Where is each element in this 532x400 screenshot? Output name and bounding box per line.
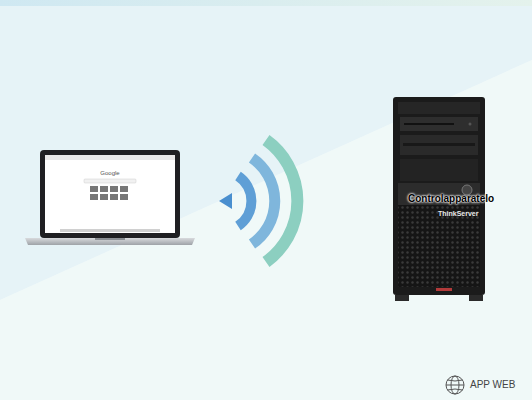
- wifi-signal: [219, 131, 319, 268]
- globe-icon: [446, 376, 464, 394]
- screen-logo: Google: [100, 170, 119, 177]
- device-label: Controlapparatelo: [408, 193, 494, 205]
- app-label: APP WEB: [470, 379, 515, 391]
- brand-label: ThinkServer: [438, 210, 478, 218]
- laptop-illustration: [25, 150, 195, 245]
